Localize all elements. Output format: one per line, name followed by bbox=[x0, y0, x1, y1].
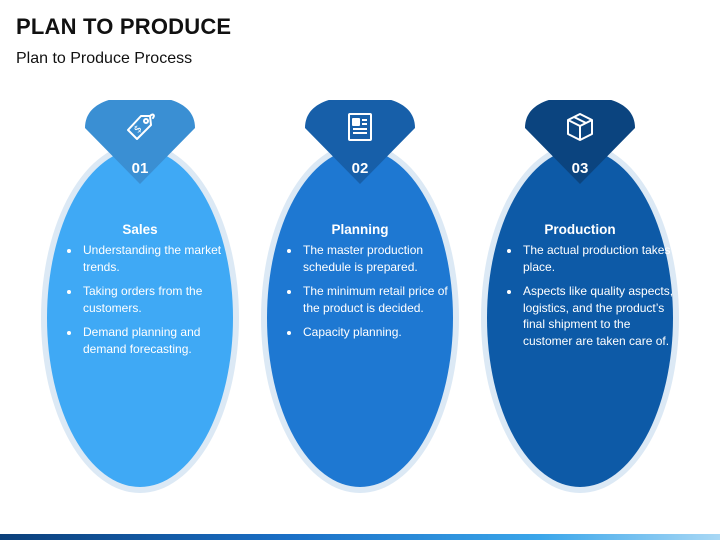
step-number: 01 bbox=[131, 160, 149, 177]
step-cap bbox=[525, 100, 635, 184]
page-subtitle: Plan to Produce Process bbox=[16, 50, 193, 67]
footer-gradient-bar bbox=[0, 534, 720, 540]
step-shape bbox=[41, 100, 239, 493]
page-title: PLAN TO PRODUCE bbox=[16, 14, 232, 39]
bullet-item: Aspects like quality aspects, logistics,… bbox=[521, 283, 681, 349]
process-step-production: 03 Production The actual production take… bbox=[470, 100, 690, 520]
step-number: 03 bbox=[571, 160, 589, 177]
step-shape bbox=[481, 100, 679, 493]
box-icon bbox=[567, 113, 593, 141]
step-heading: Planning bbox=[331, 222, 389, 237]
bullet-item: Capacity planning. bbox=[301, 324, 461, 341]
step-heading: Production bbox=[544, 222, 616, 237]
price-tag-icon: $ bbox=[127, 113, 155, 140]
bullet-item: Taking orders from the customers. bbox=[81, 283, 241, 316]
step-bullets: The actual production takes place. Aspec… bbox=[506, 242, 681, 357]
bullet-item: The actual production takes place. bbox=[521, 242, 681, 275]
step-heading: Sales bbox=[122, 222, 158, 237]
step-cap bbox=[305, 100, 415, 184]
bullet-item: The minimum retail price of the product … bbox=[301, 283, 461, 316]
bullet-item: Understanding the market trends. bbox=[81, 242, 241, 275]
step-number: 02 bbox=[351, 160, 369, 177]
step-cap bbox=[85, 100, 195, 184]
step-shape bbox=[261, 100, 459, 493]
bullet-item: Demand planning and demand forecasting. bbox=[81, 324, 241, 357]
document-icon bbox=[348, 113, 372, 141]
process-step-planning: 02 Planning The master production schedu… bbox=[250, 100, 470, 520]
process-step-sales: $ 01 Sales Understanding the market tren… bbox=[30, 100, 250, 520]
step-ellipse bbox=[487, 149, 673, 487]
step-bullets: Understanding the market trends. Taking … bbox=[66, 242, 241, 365]
bullet-item: The master production schedule is prepar… bbox=[301, 242, 461, 275]
step-ellipse bbox=[47, 149, 233, 487]
step-bullets: The master production schedule is prepar… bbox=[286, 242, 461, 349]
step-ellipse bbox=[267, 149, 453, 487]
